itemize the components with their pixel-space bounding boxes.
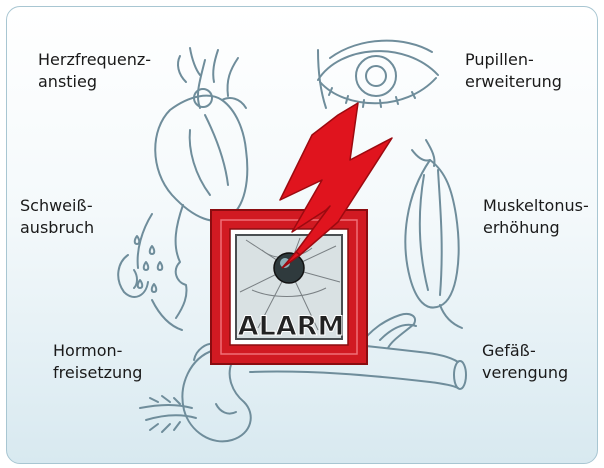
label-muscle-tone: Muskeltonus- erhöhung — [483, 195, 589, 239]
muscle-sketch-icon — [405, 140, 462, 328]
label-hormone-release: Hormon- freisetzung — [53, 340, 142, 384]
label-heart-rate: Herzfrequenz- anstieg — [38, 49, 151, 93]
alarm-text: ALARM — [238, 311, 345, 342]
label-pupil-dilation: Pupillen- erweiterung — [465, 49, 562, 93]
label-sweat: Schweiß- ausbruch — [20, 195, 94, 239]
label-vasoconstriction: Gefäß- verengung — [482, 340, 568, 384]
heart-sketch-icon — [155, 48, 247, 221]
face-sweat-sketch-icon — [118, 205, 186, 330]
eye-sketch-icon — [318, 41, 438, 108]
